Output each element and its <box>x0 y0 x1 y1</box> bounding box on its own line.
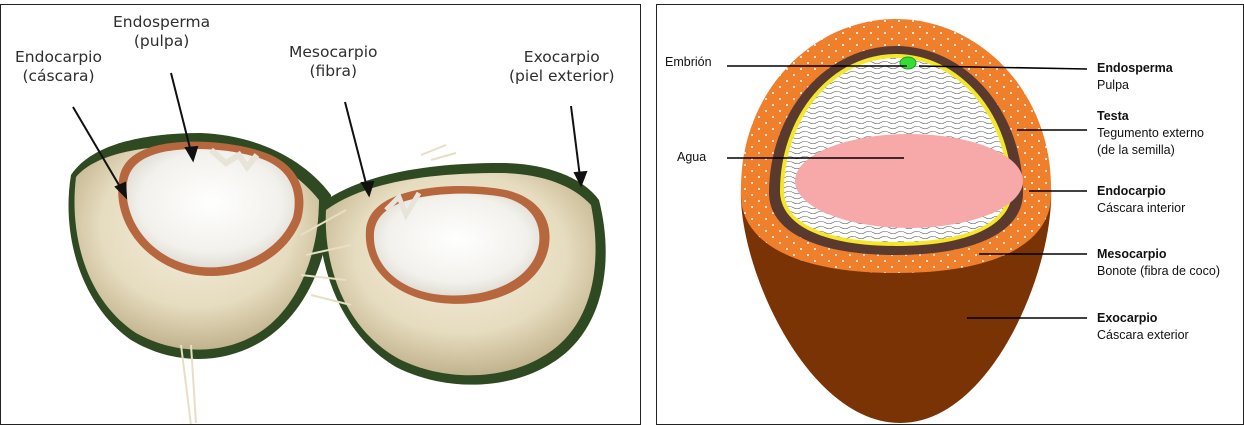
coconut-diagram-panel: Embrión Agua Endosperma Pulpa Testa Tegu… <box>656 4 1244 425</box>
label-mesocarpio: Mesocarpio Bonote (fibra de coco) <box>1097 246 1220 280</box>
coconut-photo-panel: Endocarpio(cáscara) Endosperma(pulpa) Me… <box>0 4 641 425</box>
photo-label-endosperma: Endosperma(pulpa) <box>113 13 210 51</box>
label-exocarpio: Exocarpio Cáscara exterior <box>1097 310 1189 344</box>
photo-label-mesocarpio: Mesocarpio(fibra) <box>289 43 378 81</box>
label-embrion: Embrión <box>665 54 712 71</box>
photo-label-exocarpio: Exocarpio(piel exterior) <box>509 48 615 86</box>
embryo-shape <box>900 57 916 69</box>
photo-label-endocarpio: Endocarpio(cáscara) <box>15 48 102 86</box>
label-endocarpio: Endocarpio Cáscara interior <box>1097 183 1185 217</box>
right-coconut-half <box>319 163 606 385</box>
label-endosperma: Endosperma Pulpa <box>1097 60 1173 94</box>
label-agua: Agua <box>677 149 706 166</box>
water-shape <box>795 134 1023 228</box>
label-testa: Testa Tegumento externo (de la semilla) <box>1097 108 1204 159</box>
